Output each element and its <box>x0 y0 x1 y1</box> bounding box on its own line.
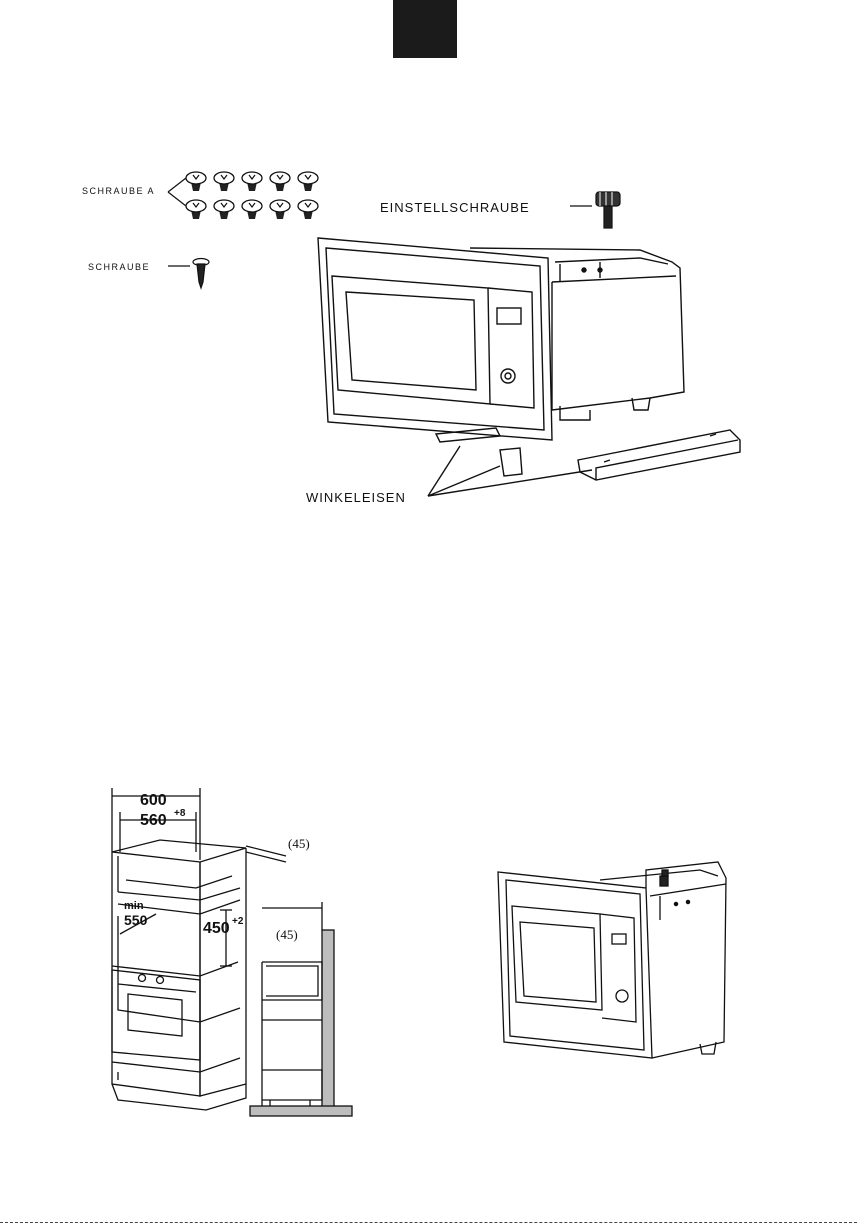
dim-height-tolerance: +2 <box>232 916 243 927</box>
screw-a-icon <box>298 172 318 191</box>
screw-a-icon <box>214 200 234 219</box>
adjust-screw-label: EINSTELLSCHRAUBE <box>380 200 530 215</box>
cabinet-diagram <box>112 788 286 1110</box>
dim-min-label: min <box>124 900 144 912</box>
screw-a-icon <box>298 200 318 219</box>
dim-width-inner: 560 <box>140 812 167 830</box>
dim-width-tolerance: +8 <box>174 808 185 819</box>
dim-depth: 550 <box>124 912 147 928</box>
screw-a-icon <box>242 172 262 191</box>
microwave-top <box>318 238 740 496</box>
screw-a-icon <box>186 200 206 219</box>
dim-gap-top: (45) <box>288 836 310 852</box>
screw-a-group <box>186 172 318 219</box>
dim-width-outer: 600 <box>140 792 167 810</box>
bracket-label: WINKELEISEN <box>306 490 406 505</box>
screw-a-icon <box>242 200 262 219</box>
screw-a-icon <box>270 200 290 219</box>
dim-height: 450 <box>203 920 230 938</box>
screw-a-icon <box>270 172 290 191</box>
adjust-screw-icon <box>570 192 620 228</box>
microwave-installed <box>498 862 726 1058</box>
cabinet-side-section <box>250 902 352 1116</box>
screw-a-icon <box>214 172 234 191</box>
screw-a-icon <box>186 172 206 191</box>
screw-a-leader-lines <box>168 178 186 206</box>
page-bottom-rule <box>0 1222 857 1223</box>
screw-a-label: SCHRAUBE A <box>82 186 155 196</box>
screw-label: SCHRAUBE <box>88 262 150 272</box>
screw-icon <box>168 259 209 289</box>
dim-gap-side: (45) <box>276 927 298 943</box>
